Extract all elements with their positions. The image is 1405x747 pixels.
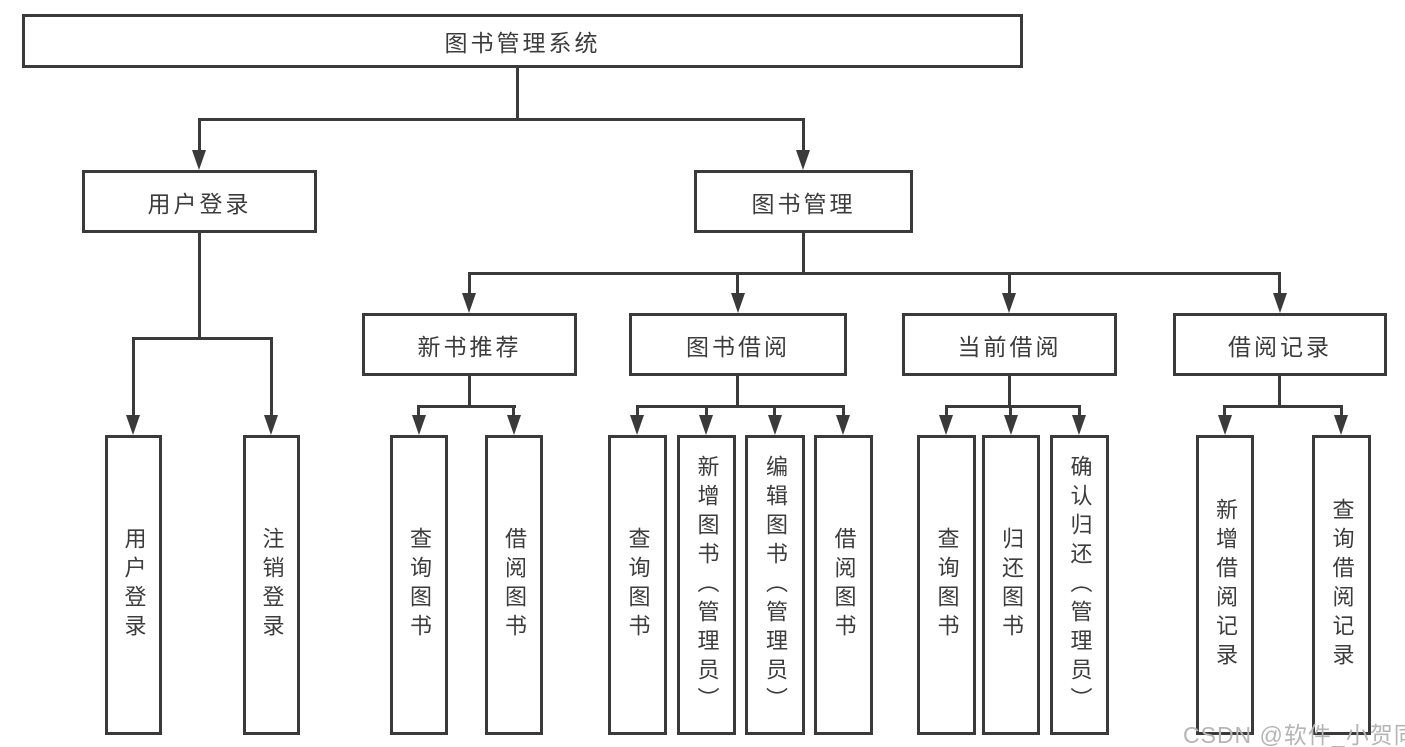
leaf-logout: 注销登录 [243, 435, 300, 735]
connector-g0-c2-stem [512, 405, 515, 415]
arrowhead-g3-c1 [1218, 415, 1232, 435]
connector-g1-c3-stem [773, 405, 776, 415]
connector-login-child2-stem [270, 337, 273, 415]
leaf-query-books-2: 查询图书 [608, 435, 667, 735]
arrowhead-login-child1 [126, 415, 140, 435]
arrowhead-to-manage [796, 150, 810, 170]
leaf-edit-books-admin: 编辑图书（管理员） [745, 435, 805, 735]
arrowhead-g3 [1273, 293, 1287, 313]
arrowhead-g0-c1 [412, 415, 426, 435]
arrowhead-to-login [192, 150, 206, 170]
connector-g3-c2-stem [1340, 405, 1343, 415]
leaf-edit-books-admin-label: 编辑图书（管理员） [763, 454, 788, 716]
connector-g2-down [1008, 376, 1011, 405]
arrowhead-g0-c2 [507, 415, 521, 435]
connector-g3-c1-stem [1223, 405, 1226, 415]
leaf-borrow-books-1: 借阅图书 [485, 435, 543, 735]
connector-g0-bar [417, 405, 516, 408]
connector-g2-c3-stem [1078, 405, 1081, 415]
connector-g2-stem [1008, 272, 1011, 293]
leaf-query-books-2-label: 查询图书 [625, 527, 651, 643]
leaf-query-books-1-label: 查询图书 [407, 527, 432, 643]
connector-g2-bar [945, 405, 1081, 408]
leaf-query-books-3-label: 查询图书 [934, 527, 960, 643]
leaf-confirm-return-admin-label: 确认归还（管理员） [1067, 454, 1093, 716]
arrowhead-g1 [731, 293, 745, 313]
arrowhead-g2 [1002, 293, 1016, 313]
node-book-management: 图书管理 [694, 170, 913, 233]
leaf-add-borrow-record-label: 新增借阅记录 [1213, 498, 1238, 672]
arrowhead-g0 [462, 293, 476, 313]
leaf-add-borrow-record: 新增借阅记录 [1196, 435, 1254, 735]
leaf-query-books-1: 查询图书 [390, 435, 448, 735]
arrowhead-g3-c2 [1334, 415, 1348, 435]
node-new-book-recommend: 新书推荐 [362, 313, 577, 376]
connector-g3-down [1278, 376, 1281, 405]
connector-g1-c1-stem [636, 405, 639, 415]
connector-g1-down [736, 376, 739, 405]
leaf-query-borrow-record-label: 查询借阅记录 [1329, 498, 1355, 672]
node-library-system: 图书管理系统 [22, 14, 1023, 68]
leaf-borrow-books-2-label: 借阅图书 [831, 527, 857, 643]
leaf-return-books-label: 归还图书 [999, 527, 1024, 643]
leaf-user-login: 用户登录 [105, 435, 162, 735]
arrowhead-g1-c2 [699, 415, 713, 435]
arrowhead-g2-c1 [939, 415, 953, 435]
leaf-add-books-admin: 新增图书（管理员） [677, 435, 736, 735]
connector-g1-bar [636, 405, 845, 408]
connector-to-manage-stem [802, 118, 805, 150]
connector-g0-stem [468, 272, 471, 293]
node-book-borrow: 图书借阅 [629, 313, 847, 376]
connector-g3-stem [1278, 272, 1281, 293]
leaf-logout-label: 注销登录 [259, 527, 285, 643]
node-user-login: 用户登录 [82, 170, 317, 233]
connector-g1-c4-stem [842, 405, 845, 415]
connector-g3-bar [1223, 405, 1343, 408]
leaf-query-borrow-record: 查询借阅记录 [1312, 435, 1371, 735]
connector-login-stem [198, 233, 201, 337]
leaf-add-books-admin-label: 新增图书（管理员） [694, 454, 720, 716]
arrowhead-g1-c4 [836, 415, 850, 435]
connector-manage-stem [802, 233, 805, 272]
leaf-user-login-label: 用户登录 [121, 527, 147, 643]
connector-to-login-stem [198, 118, 201, 150]
connector-g0-c1-stem [417, 405, 420, 415]
node-current-borrow: 当前借阅 [902, 313, 1117, 376]
leaf-query-books-3: 查询图书 [917, 435, 976, 735]
connector-root-bar [198, 118, 805, 121]
node-borrow-records: 借阅记录 [1173, 313, 1387, 376]
arrowhead-g1-c1 [630, 415, 644, 435]
connector-root-stem [516, 68, 519, 118]
watermark: CSDN @软件_小贺同学 [1183, 722, 1405, 747]
arrowhead-g2-c2 [1004, 415, 1018, 435]
leaf-borrow-books-2: 借阅图书 [814, 435, 873, 735]
arrowhead-login-child2 [264, 415, 278, 435]
connector-login-bar [132, 337, 273, 340]
leaf-confirm-return-admin: 确认归还（管理员） [1050, 435, 1109, 735]
connector-login-child1-stem [132, 337, 135, 415]
connector-g2-c1-stem [945, 405, 948, 415]
connector-manage-bar [468, 272, 1281, 275]
connector-g2-c2-stem [1009, 405, 1012, 415]
arrowhead-g1-c3 [768, 415, 782, 435]
leaf-borrow-books-1-label: 借阅图书 [502, 527, 527, 643]
leaf-return-books: 归还图书 [982, 435, 1040, 735]
connector-g1-stem [736, 272, 739, 293]
arrowhead-g2-c3 [1072, 415, 1086, 435]
connector-g0-down [468, 376, 471, 405]
connector-g1-c2-stem [705, 405, 708, 415]
